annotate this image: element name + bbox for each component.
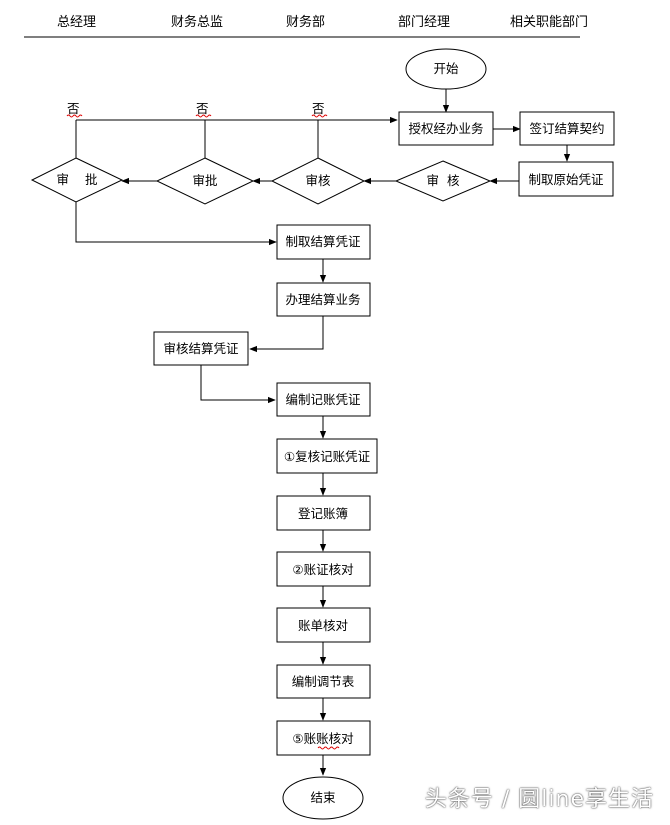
- review-finance-diamond: 审核: [270, 157, 366, 205]
- svg-text:登记账簿: 登记账簿: [298, 506, 348, 521]
- svg-text:签订结算契约: 签订结算契约: [529, 121, 604, 136]
- reject-label-cfo: 否: [195, 101, 212, 118]
- svg-text:开始: 开始: [433, 61, 459, 76]
- lane-header-finance-dept: 财务部: [286, 15, 326, 30]
- lane-header-related-dept: 相关职能部门: [510, 15, 589, 30]
- svg-text:否: 否: [196, 101, 209, 116]
- lane-header-dept-manager: 部门经理: [398, 15, 451, 30]
- svg-text:否: 否: [312, 101, 325, 116]
- reconcile-voucher-box: ②账证核对: [276, 551, 371, 587]
- handle-settlement-box: 办理结算业务: [276, 282, 371, 317]
- approve-gm-diamond: 审 批: [30, 157, 124, 203]
- start-node: 开始: [405, 48, 487, 90]
- make-settlement-voucher-box: 制取结算凭证: [276, 224, 371, 260]
- lane-header-general-manager: 总经理: [57, 15, 97, 30]
- svg-text:制取原始凭证: 制取原始凭证: [528, 172, 604, 187]
- reconcile-statement-box: 账单核对: [276, 607, 371, 643]
- sign-contract-box: 签订结算契约: [519, 111, 615, 146]
- reject-label-gm: 否: [66, 101, 83, 118]
- svg-text:⑤账账核对: ⑤账账核对: [292, 731, 353, 746]
- svg-text:结束: 结束: [310, 790, 336, 805]
- compile-accounting-voucher-box: 编制记账凭证: [276, 382, 371, 417]
- end-node: 结束: [282, 776, 364, 820]
- review-settlement-voucher-box: 审核结算凭证: [153, 331, 249, 366]
- svg-text:编制调节表: 编制调节表: [292, 674, 355, 689]
- svg-text:审批: 审批: [192, 173, 217, 188]
- recheck-voucher-box: ①复核记账凭证: [276, 438, 378, 474]
- svg-text:授权经办业务: 授权经办业务: [408, 121, 483, 136]
- reconcile-accounts-box: ⑤账账核对: [276, 720, 371, 756]
- lane-header-cfo: 财务总监: [171, 15, 224, 30]
- svg-text:办理结算业务: 办理结算业务: [285, 292, 360, 307]
- compile-adjustment-box: 编制调节表: [276, 664, 371, 699]
- watermark: 头条号 / 圆line享生活: [424, 787, 654, 812]
- make-original-voucher-box: 制取原始凭证: [518, 161, 614, 197]
- svg-text:否: 否: [67, 101, 80, 116]
- connectors: [75, 89, 571, 776]
- svg-text:审 核: 审 核: [427, 173, 460, 188]
- svg-text:①复核记账凭证: ①复核记账凭证: [284, 449, 371, 464]
- svg-text:审核: 审核: [305, 173, 331, 188]
- svg-text:审 批: 审 批: [57, 172, 98, 187]
- authorize-box: 授权经办业务: [398, 111, 494, 146]
- svg-text:制取结算凭证: 制取结算凭证: [285, 234, 361, 249]
- approve-cfo-diamond: 审批: [155, 157, 255, 205]
- svg-text:②账证核对: ②账证核对: [292, 562, 353, 577]
- post-ledger-box: 登记账簿: [276, 495, 371, 531]
- svg-text:审核结算凭证: 审核结算凭证: [163, 341, 239, 356]
- review-dept-diamond: 审 核: [394, 160, 492, 202]
- svg-text:账单核对: 账单核对: [298, 618, 348, 633]
- reject-label-finance: 否: [311, 101, 328, 118]
- svg-text:编制记账凭证: 编制记账凭证: [285, 392, 361, 407]
